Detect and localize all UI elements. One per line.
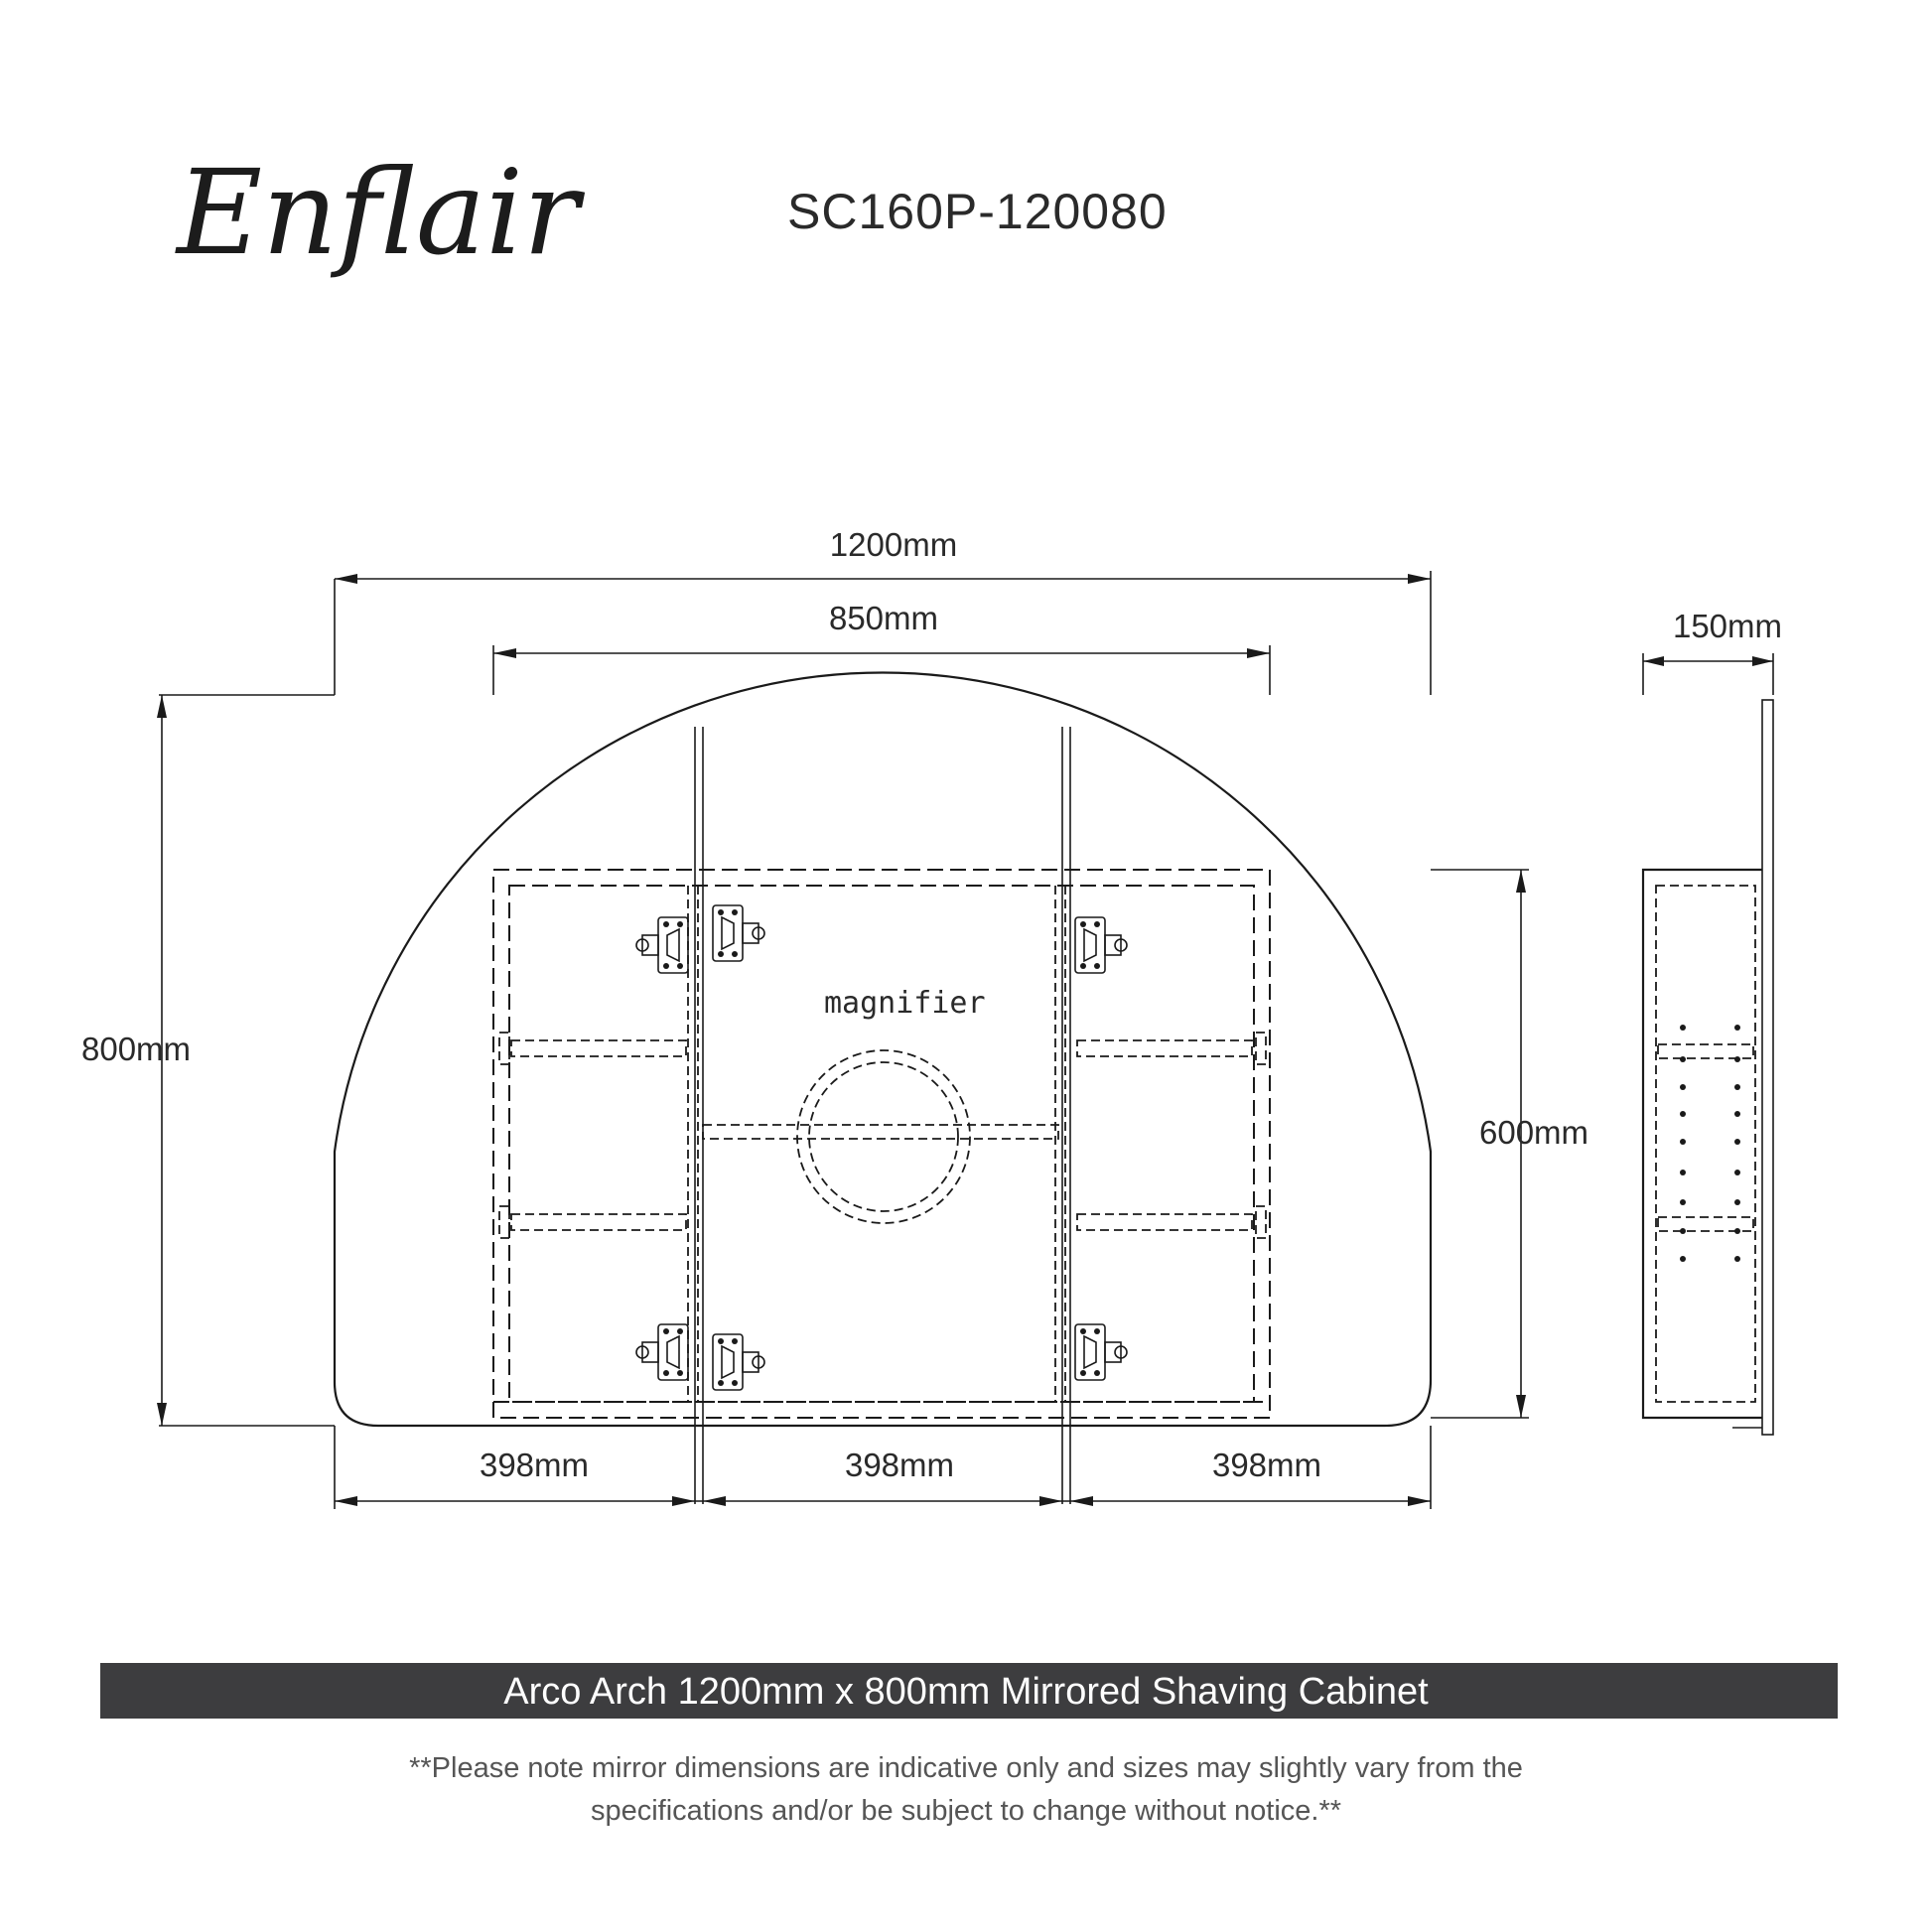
hidden-cabinet-box xyxy=(492,869,1271,1419)
dim-door-right-label: 398mm xyxy=(1212,1447,1321,1483)
dim-overall-width-label: 1200mm xyxy=(830,526,957,563)
dim-overall-width xyxy=(159,571,1432,696)
dim-door-left-label: 398mm xyxy=(480,1447,589,1483)
brand-logo: Enflair xyxy=(175,144,586,281)
dim-inner-width-label: 850mm xyxy=(829,600,938,636)
hinge-icons xyxy=(635,904,1128,1391)
product-title: Arco Arch 1200mm x 800mm Mirrored Shavin… xyxy=(503,1671,1429,1713)
dim-overall-height-label: 800mm xyxy=(81,1031,191,1067)
side-view xyxy=(1641,699,1774,1436)
dim-cabinet-height-label: 600mm xyxy=(1479,1114,1588,1151)
disclaimer-line-2: specifications and/or be subject to chan… xyxy=(591,1795,1341,1827)
disclaimer-line-1: **Please note mirror dimensions are indi… xyxy=(409,1752,1523,1784)
dim-overall-height xyxy=(157,695,335,1427)
hidden-shelves xyxy=(498,1032,1267,1239)
title-banner xyxy=(100,1663,1838,1719)
dim-depth-label: 150mm xyxy=(1673,608,1782,644)
magnifier-label: magnifier xyxy=(824,986,986,1021)
magnifier-drawing xyxy=(796,1049,971,1224)
dim-cabinet-height xyxy=(1431,869,1529,1419)
dim-door-center-label: 398mm xyxy=(845,1447,954,1483)
dim-door-widths xyxy=(334,1426,1432,1509)
model-code: SC160P-120080 xyxy=(787,184,1168,239)
door-split-lines xyxy=(694,727,1071,1504)
arch-mirror-outline xyxy=(333,671,1433,1428)
dim-depth xyxy=(1642,653,1774,695)
dim-inner-width xyxy=(492,645,1271,695)
